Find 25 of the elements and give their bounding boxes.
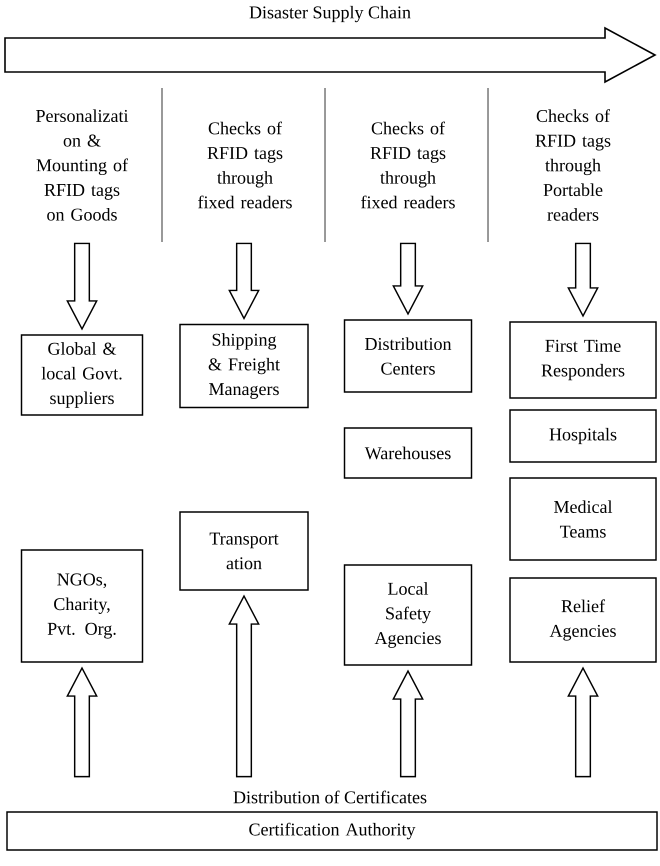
organization-box: Hospitals bbox=[509, 409, 657, 463]
organization-box: Medical Teams bbox=[509, 477, 657, 561]
organization-box: Relief Agencies bbox=[509, 577, 657, 663]
organization-box: Distribution Centers bbox=[344, 319, 472, 393]
authority-bar: Certification Authority bbox=[6, 811, 658, 851]
organization-box: First Time Responders bbox=[509, 321, 657, 399]
block-arrow bbox=[66, 242, 98, 331]
block-arrow bbox=[66, 666, 98, 778]
column-heading: Checks of RFID tags through Portable readers bbox=[536, 109, 610, 221]
column-heading: Checks of RFID tags through fixed readers bbox=[198, 122, 292, 208]
column-heading: Personalizati on & Mounting of RFID tags on Goods bbox=[36, 109, 128, 221]
title: Disaster Supply Chain bbox=[250, 6, 411, 22]
organization-box: Global & local Govt. suppliers bbox=[20, 334, 144, 416]
organization-box: NGOs, Charity, Pvt. Org. bbox=[20, 549, 144, 663]
block-arrow bbox=[392, 670, 424, 778]
organization-box: Warehouses bbox=[344, 427, 472, 479]
column-heading: Checks of RFID tags through fixed readers bbox=[361, 122, 455, 208]
block-arrow bbox=[228, 242, 260, 320]
organization-box: Local Safety Agencies bbox=[344, 564, 472, 666]
organization-box: Transport ation bbox=[179, 511, 309, 591]
block-arrow bbox=[567, 242, 599, 318]
organization-box: Shipping & Freight Managers bbox=[179, 324, 309, 408]
block-arrow bbox=[392, 242, 424, 316]
block-arrow bbox=[567, 666, 599, 778]
block-arrow bbox=[228, 594, 260, 778]
